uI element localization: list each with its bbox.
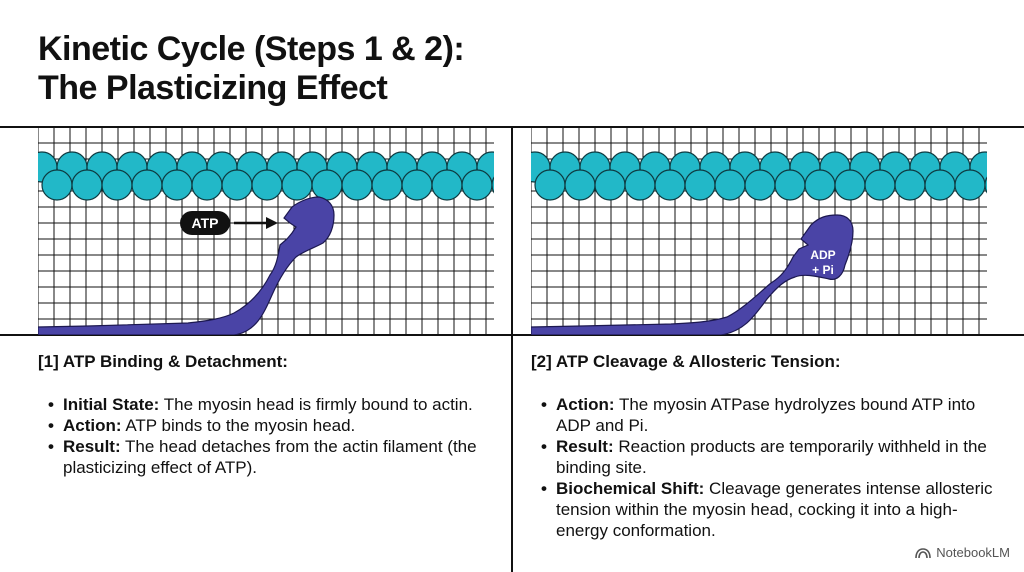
list-item: Action: ATP binds to the myosin head.: [38, 415, 508, 436]
bullet-term: Action:: [556, 395, 615, 414]
actin-monomer: [804, 169, 836, 201]
myosin-molecule: [531, 214, 854, 335]
actin-monomer: [894, 169, 926, 201]
panel-1-illustration: ATP: [38, 127, 494, 335]
actin-monomer: [221, 169, 253, 201]
actin-monomer: [744, 169, 776, 201]
actin-monomer: [461, 169, 493, 201]
arrow-icon: [234, 217, 278, 229]
myosin-molecule: [38, 196, 335, 335]
list-item: Result: The head detaches from the actin…: [38, 436, 508, 478]
panel-1-heading: [1] ATP Binding & Detachment:: [38, 352, 288, 371]
actin-monomer: [191, 169, 223, 201]
actin-monomer: [491, 176, 494, 194]
page-title: Kinetic Cycle (Steps 1 & 2): The Plastic…: [38, 30, 465, 108]
actin-monomer: [624, 169, 656, 201]
bullet-term: Initial State:: [63, 395, 160, 414]
bullet-text: The myosin ATPase hydrolyzes bound ATP i…: [556, 395, 976, 435]
panel-2-illustration: ADP + Pi: [531, 127, 987, 335]
panel-2-heading: [2] ATP Cleavage & Allosteric Tension:: [531, 352, 841, 371]
bullet-text: Cleavage generates intense allosteric te…: [556, 479, 993, 540]
actin-monomer: [924, 169, 956, 201]
bullet-text: The head detaches from the actin filamen…: [63, 437, 477, 477]
list-item: Result: Reaction products are temporaril…: [531, 436, 1001, 478]
actin-filament: [38, 151, 494, 201]
bullet-text: The myosin head is firmly bound to actin…: [159, 395, 473, 414]
notebooklm-logo-icon: [915, 547, 932, 558]
list-item: Action: The myosin ATPase hydrolyzes bou…: [531, 394, 1001, 436]
actin-monomer: [311, 169, 343, 201]
actin-monomer: [684, 169, 716, 201]
bullet-term: Action:: [63, 416, 122, 435]
actin-monomer: [864, 169, 896, 201]
list-item: Biochemical Shift: Cleavage generates in…: [531, 478, 1001, 541]
pi-label: + Pi: [812, 263, 834, 277]
bullet-term: Biochemical Shift:: [556, 479, 705, 498]
actin-monomer: [281, 169, 313, 201]
panel-2-bullets: Action: The myosin ATPase hydrolyzes bou…: [531, 394, 1001, 541]
panel-1-bullets: Initial State: The myosin head is firmly…: [38, 394, 508, 478]
bullet-text: Reaction products are temporarily withhe…: [556, 437, 987, 477]
actin-monomer: [431, 169, 463, 201]
panel-2-caption: [2] ATP Cleavage & Allosteric Tension: A…: [531, 350, 1001, 541]
bullet-text: ATP binds to the myosin head.: [121, 416, 356, 435]
bullet-term: Result:: [556, 437, 614, 456]
actin-monomer: [371, 169, 403, 201]
actin-monomer: [594, 169, 626, 201]
actin-monomer: [564, 169, 596, 201]
title-line-1: Kinetic Cycle (Steps 1 & 2):: [38, 30, 465, 68]
actin-monomer: [251, 169, 283, 201]
brand-watermark: NotebookLM: [915, 545, 1010, 560]
panel-separator: [511, 126, 513, 572]
actin-monomer: [341, 169, 373, 201]
panel-1-caption: [1] ATP Binding & Detachment: Initial St…: [38, 350, 508, 478]
adp-label: ADP: [810, 248, 835, 262]
actin-filament: [531, 151, 987, 201]
brand-text: NotebookLM: [936, 545, 1010, 560]
actin-monomer: [131, 169, 163, 201]
actin-monomer: [714, 169, 746, 201]
actin-monomer: [774, 169, 806, 201]
list-item: Initial State: The myosin head is firmly…: [38, 394, 508, 415]
actin-monomer: [984, 176, 987, 194]
title-line-2: The Plasticizing Effect: [38, 69, 388, 107]
bullet-term: Result:: [63, 437, 121, 456]
atp-label: ATP: [180, 211, 230, 235]
actin-monomer: [401, 169, 433, 201]
actin-monomer: [534, 169, 566, 201]
atp-text: ATP: [192, 215, 219, 231]
actin-monomer: [654, 169, 686, 201]
actin-monomer: [41, 169, 73, 201]
actin-monomer: [954, 169, 986, 201]
actin-monomer: [161, 169, 193, 201]
actin-monomer: [71, 169, 103, 201]
actin-monomer: [834, 169, 866, 201]
actin-monomer: [101, 169, 133, 201]
